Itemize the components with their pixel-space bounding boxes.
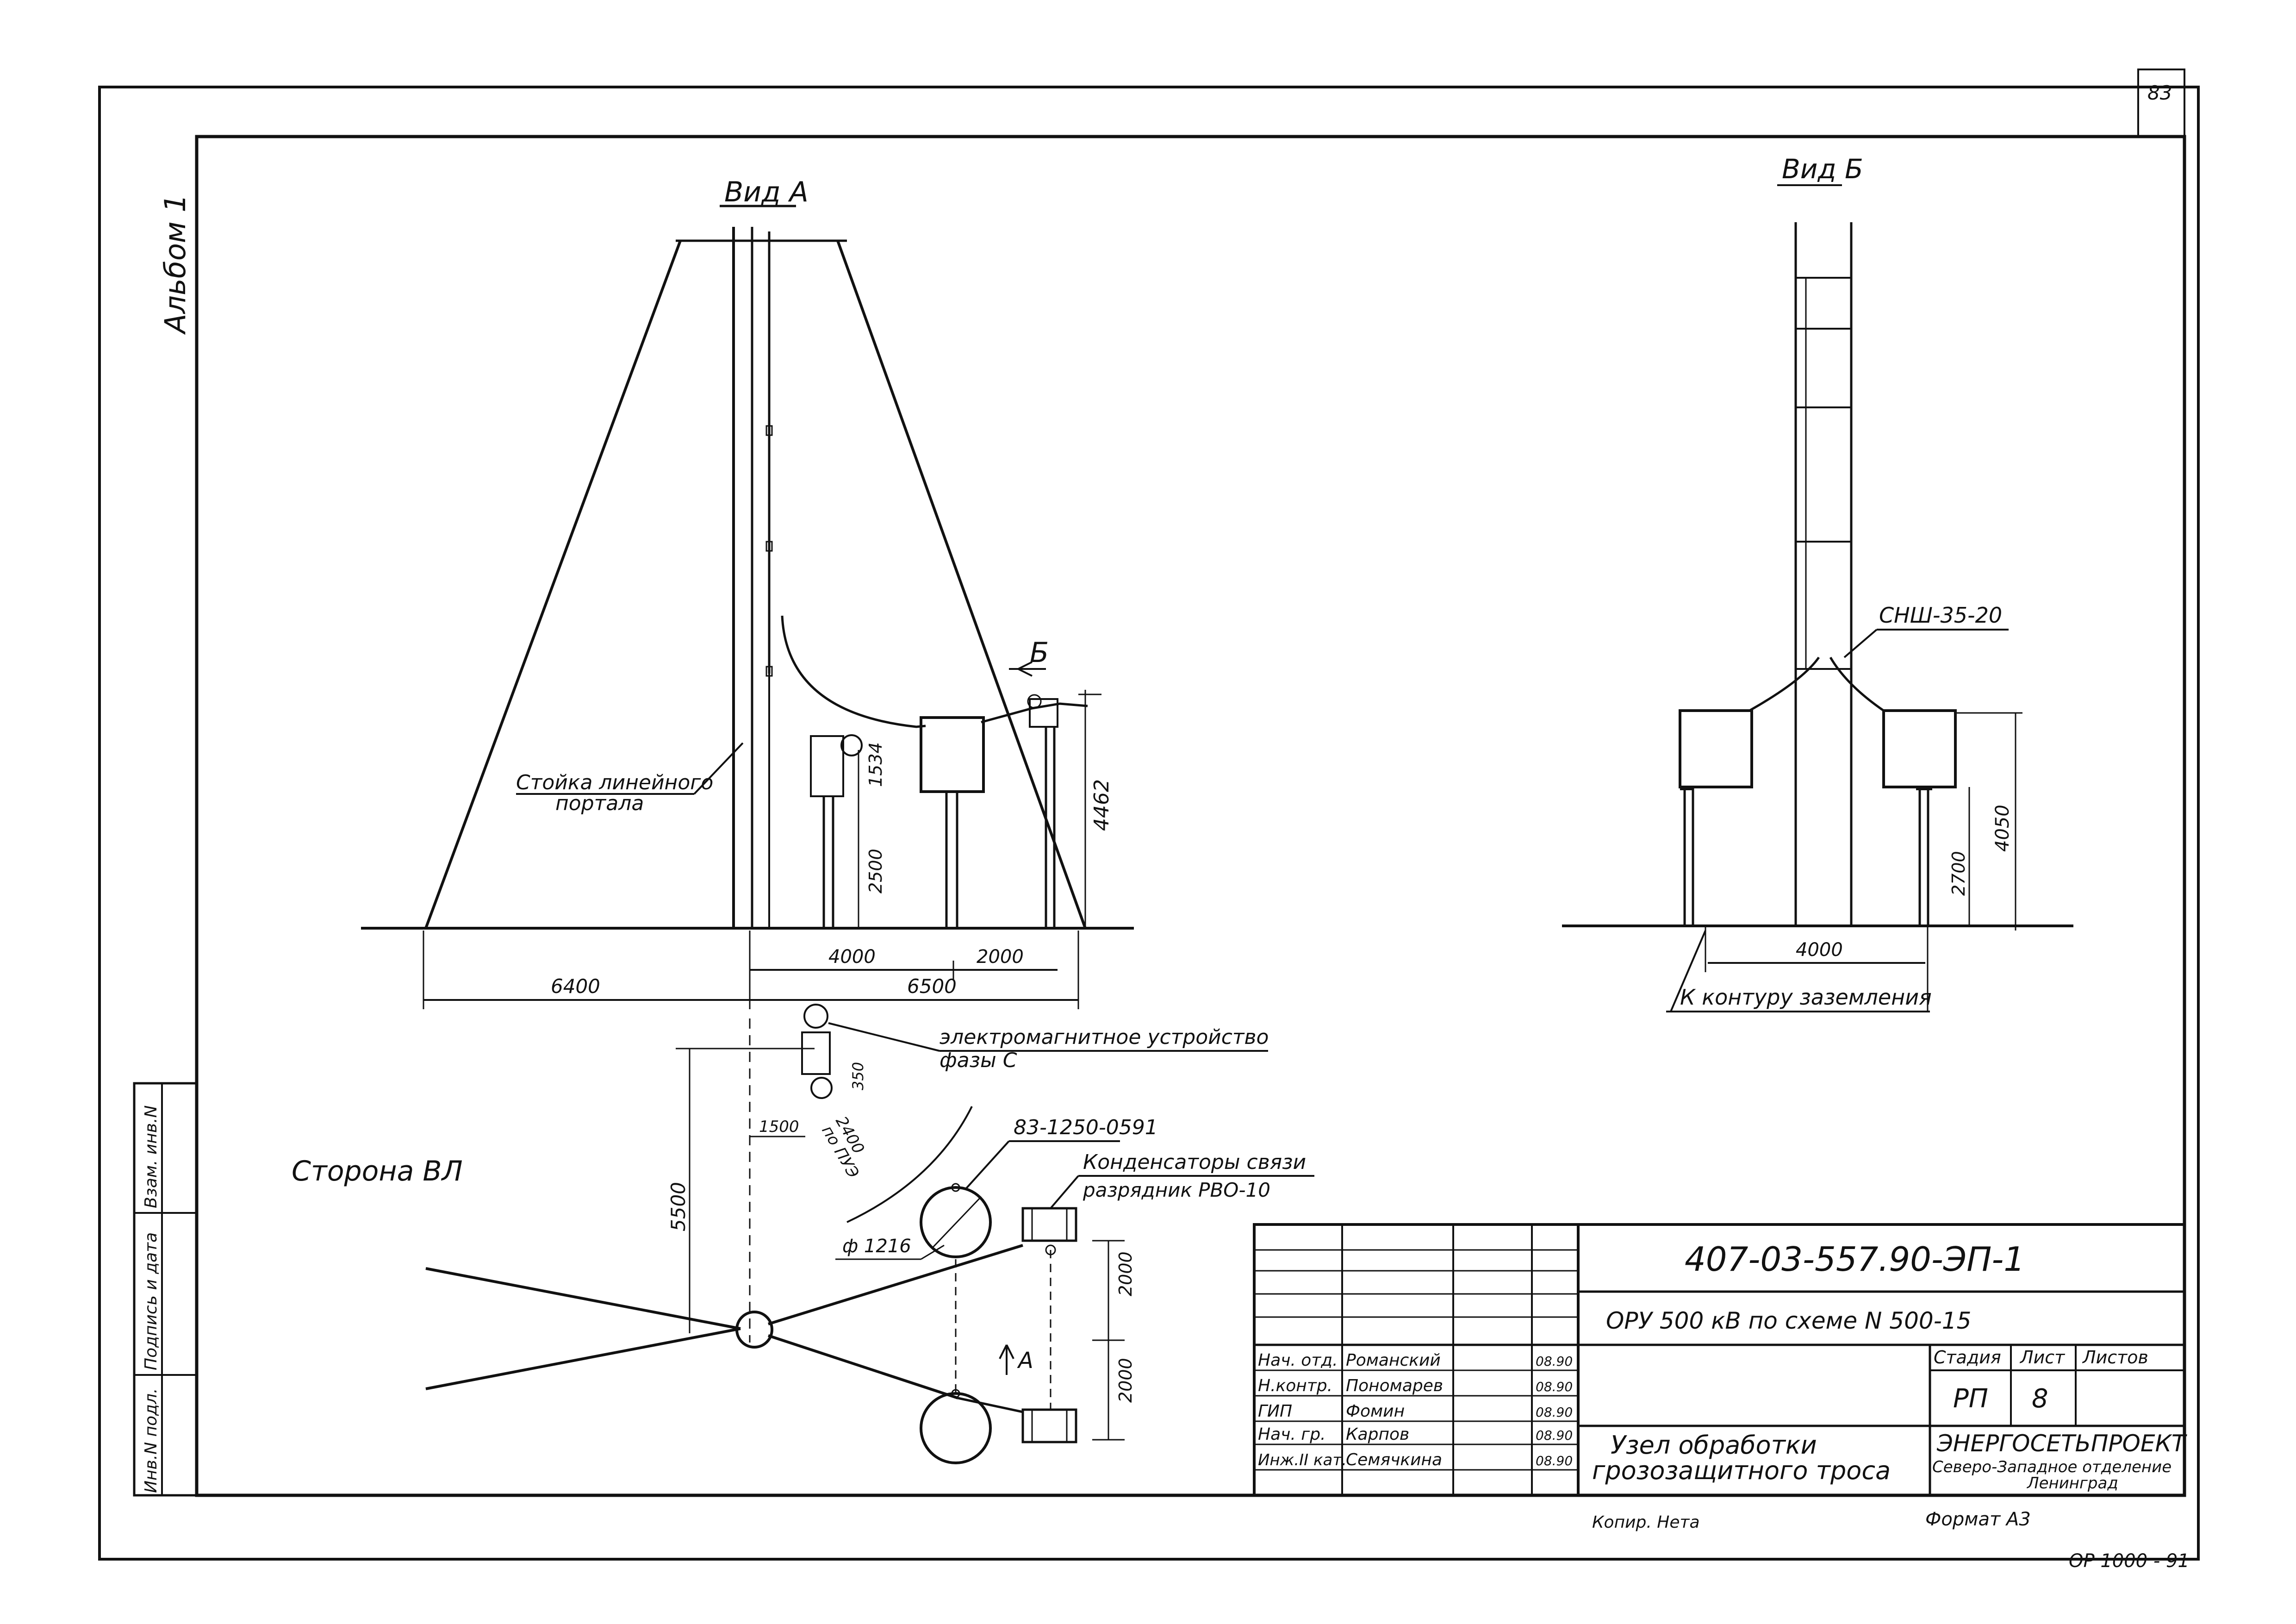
- distance-arc: [846, 1106, 973, 1223]
- tb-date-0: 08.90: [1536, 1354, 1573, 1369]
- side-label: Сторона ВЛ: [292, 1155, 463, 1187]
- marker-a: А: [1017, 1348, 1033, 1374]
- side-stamp-inv-orig: Инв.N подл.: [142, 1388, 161, 1493]
- portal-label-2: портала: [555, 792, 644, 815]
- sheets-header: Листов: [2082, 1347, 2148, 1368]
- dim-6500: 6500: [907, 975, 957, 998]
- em-device-label-2: фазы С: [940, 1049, 1017, 1072]
- album-label: Альбом 1: [158, 194, 192, 335]
- em-device-plan: [801, 1004, 833, 1099]
- arrester-plan-top: [1021, 1207, 1077, 1242]
- capacitors-label-1: Конденсаторы связи: [1083, 1150, 1306, 1174]
- arrester-a: [1027, 694, 1058, 928]
- dim-2000-plan-b: 2000: [1115, 1358, 1136, 1403]
- dim-2000-plan-a: 2000: [1115, 1251, 1136, 1296]
- corner-mark-box: [2137, 69, 2185, 137]
- copied-label: Копир. Нета: [1592, 1513, 1700, 1532]
- doc-code: 407-03-557.90-ЭП-1: [1685, 1240, 2025, 1279]
- sheet-header: Лист: [2019, 1347, 2066, 1368]
- capacitor-b-left: [1679, 709, 1753, 788]
- sheet-number: 8: [2032, 1384, 2048, 1414]
- phi-label: ф 1216: [842, 1236, 911, 1257]
- dim-6400: 6400: [551, 975, 600, 998]
- side-stamp-signature: Подпись и дата: [142, 1232, 161, 1370]
- dim-4000-b: 4000: [1796, 939, 1843, 961]
- dim-4462: 4462: [1090, 779, 1114, 831]
- dim-2000-a: 2000: [977, 946, 1024, 968]
- capacitor-b-right: [1882, 709, 1957, 788]
- portal-leg-left: [424, 240, 682, 929]
- insulator-label: СНШ-35-20: [1879, 603, 2002, 628]
- cable-curve: [781, 615, 926, 728]
- capacitor-plan-top: [920, 1186, 992, 1258]
- ground-label: К контуру заземления: [1680, 985, 1932, 1010]
- dim-350: 350: [849, 1062, 867, 1090]
- tb-name-0: Романский: [1346, 1351, 1441, 1370]
- cable-right-b: [1829, 656, 1885, 712]
- portal-label-1: Стойка линейного: [516, 771, 713, 794]
- corner-mark: 83: [2147, 81, 2172, 104]
- tb-name-3: Карпов: [1346, 1425, 1409, 1444]
- arrow-b-label: Б: [1030, 637, 1049, 669]
- tb-role-3: Нач. гр.: [1258, 1425, 1326, 1444]
- title-block: Нач. отд. Романский 08.90 Н.контр. Поном…: [1253, 1223, 2187, 1532]
- capacitor-a: [920, 716, 985, 928]
- format-label: Формат А3: [1925, 1509, 2031, 1530]
- capacitors-label-2: разрядник РВО-10: [1083, 1179, 1270, 1201]
- stage-value: РП: [1953, 1384, 1988, 1414]
- outer-frame: [98, 86, 2200, 1561]
- tb-role-2: ГИП: [1258, 1402, 1292, 1421]
- bottom-note: ОР 1000 - 91: [2069, 1550, 2190, 1572]
- view-b: Вид Б СНШ-35-20 4000 2700 4050 К ко: [1562, 153, 2073, 1012]
- stage-header: Стадия: [1934, 1347, 2001, 1368]
- project-title: ОРУ 500 кВ по схеме N 500-15: [1606, 1307, 1971, 1334]
- tb-date-2: 08.90: [1536, 1405, 1573, 1420]
- dim-1534: 1534: [865, 742, 886, 787]
- tb-date-3: 08.90: [1536, 1428, 1573, 1443]
- tb-role-1: Н.контр.: [1258, 1376, 1332, 1395]
- org-branch: Северо-Западное отделение: [1932, 1458, 2172, 1476]
- portal-leg-right: [836, 240, 1087, 929]
- cable-left-b: [1748, 656, 1820, 712]
- inner-frame: [195, 135, 2186, 1497]
- dim-5500: 5500: [667, 1182, 690, 1231]
- crossing-node: [735, 1311, 773, 1349]
- tb-date-4: 08.90: [1536, 1453, 1573, 1468]
- em-device-label-1: электромагнитное устройство: [940, 1025, 1269, 1049]
- org-name: ЭНЕРГОСЕТЬПРОЕКТ: [1936, 1430, 2187, 1457]
- dim-2700: 2700: [1948, 851, 1969, 896]
- tb-date-1: 08.90: [1536, 1379, 1573, 1394]
- side-stamp-replace-inv: Взам. инв.N: [142, 1106, 161, 1208]
- tb-name-4: Семячкина: [1346, 1450, 1442, 1469]
- capacitor-plan-bottom: [920, 1392, 992, 1464]
- dim-4000-a: 4000: [828, 946, 876, 968]
- dim-1500: 1500: [759, 1118, 799, 1136]
- side-stamp: Взам. инв.N Подпись и дата Инв.N подл.: [133, 1082, 198, 1497]
- arrester-plan-bottom: [1021, 1408, 1077, 1443]
- view-a-title: Вид А: [724, 176, 809, 208]
- drawing-title-2: грозозащитного троса: [1592, 1456, 1891, 1485]
- view-a: Вид А: [361, 176, 1134, 1009]
- capacitor-code: 83-1250-0591: [1014, 1116, 1158, 1139]
- em-device-a: [810, 734, 863, 928]
- tb-role-4: Инж.II кат.: [1258, 1451, 1347, 1469]
- dim-2500: 2500: [865, 849, 886, 893]
- view-b-title: Вид Б: [1782, 153, 1863, 185]
- org-city: Ленинград: [2026, 1474, 2118, 1493]
- drawing-title-1: Узел обработки: [1611, 1430, 1817, 1460]
- tb-name-2: Фомин: [1346, 1402, 1405, 1421]
- tb-role-0: Нач. отд.: [1258, 1351, 1338, 1370]
- dim-4050: 4050: [1992, 805, 2013, 852]
- tb-name-1: Пономарев: [1346, 1376, 1443, 1395]
- plan-view: Сторона ВЛ электромагнитное устройство ф…: [292, 1004, 1314, 1464]
